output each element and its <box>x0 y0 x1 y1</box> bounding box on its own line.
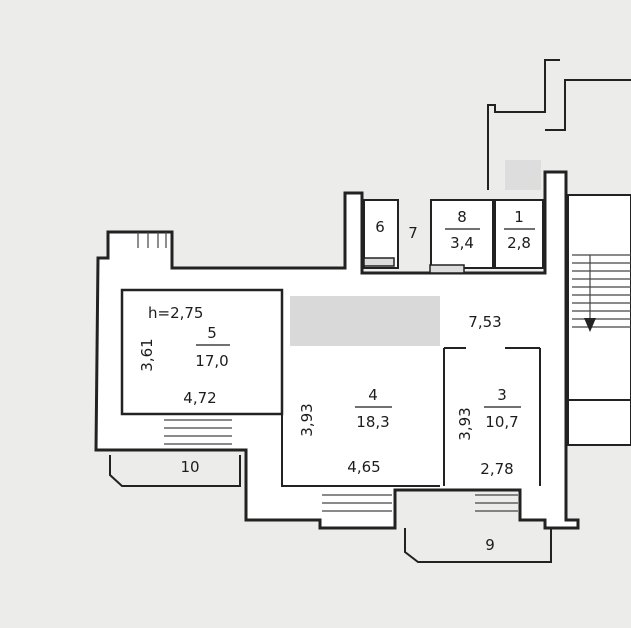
room-5-area: 17,0 <box>195 352 228 370</box>
dim-room3-width: 2,78 <box>480 460 513 478</box>
room-3-number: 3 <box>497 386 507 404</box>
room-4-area: 18,3 <box>356 413 389 431</box>
room-4-wall <box>281 290 440 487</box>
walls <box>94 59 631 563</box>
shaft-wall <box>487 59 560 190</box>
room-5-number: 5 <box>207 324 217 342</box>
redaction-block <box>290 296 440 346</box>
dim-room5-width: 4,72 <box>183 389 216 407</box>
room-6-number: 6 <box>375 218 385 236</box>
room-labels: h=2,75 5 17,0 4 18,3 3 10,7 8 3,4 1 2,8 … <box>148 208 535 431</box>
left-balcony <box>109 455 241 487</box>
stair-arrow-icon <box>584 318 596 332</box>
dim-room5-height: 3,61 <box>138 338 156 371</box>
room-4-number: 4 <box>368 386 378 404</box>
dimension-labels: 3,61 4,72 10 3,93 4,65 7,53 3,93 2,78 9 <box>138 313 514 554</box>
stair-steps <box>572 254 631 328</box>
bath-fixture <box>429 264 465 274</box>
dim-room4-height: 3,93 <box>298 403 316 436</box>
toilet-fixture <box>363 257 395 267</box>
bottom-door-steps <box>322 494 518 512</box>
room-8-number: 8 <box>457 208 467 226</box>
dim-balcony-bottom: 9 <box>485 536 495 554</box>
shaft <box>505 160 541 190</box>
room-5-note: h=2,75 <box>148 304 203 322</box>
room-1-area: 2,8 <box>507 234 531 252</box>
room-8-area: 3,4 <box>450 234 474 252</box>
shaft-wall-right <box>545 79 631 131</box>
bottom-balcony <box>404 528 552 563</box>
room-1-number: 1 <box>514 208 524 226</box>
dim-balcony-left: 10 <box>180 458 199 476</box>
room-7-number: 7 <box>408 224 418 242</box>
left-door-steps <box>164 419 232 445</box>
room-5-outline <box>120 288 284 416</box>
room-6-outline <box>363 199 399 269</box>
dim-room4-width: 4,65 <box>347 458 380 476</box>
room-3-area: 10,7 <box>485 413 518 431</box>
dim-hall-width: 7,53 <box>468 313 501 331</box>
stairwell <box>567 194 631 446</box>
top-left-steps <box>137 232 167 248</box>
room-1-outline <box>494 199 544 269</box>
dim-room3-height: 3,93 <box>456 407 474 440</box>
